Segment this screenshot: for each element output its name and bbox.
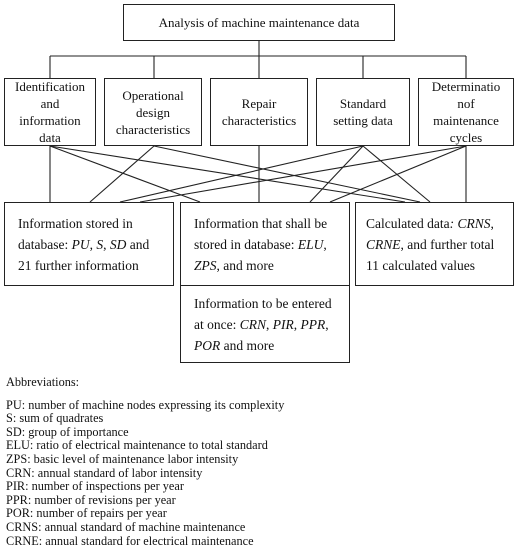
abbr-elu: ELU — [297, 236, 324, 252]
abbreviation-item: PU: number of machine nodes expressing i… — [6, 397, 285, 412]
link-cyc-stored — [139, 145, 467, 203]
link-op-stored — [89, 145, 155, 203]
abbreviation-item: ZPS: basic level of maintenance labor in… — [6, 451, 239, 466]
category-label: Identification and information data — [14, 79, 86, 145]
abbr-pir: PIR — [272, 316, 294, 332]
link-std-stored — [119, 145, 364, 203]
root-label: Analysis of machine maintenance data — [158, 15, 360, 30]
abbr-crns: CRNS — [457, 215, 491, 231]
abbr-crne: CRNE — [366, 236, 401, 252]
category-label: Repair characteristics — [221, 96, 297, 128]
link-id-tostore — [49, 145, 201, 203]
to-store-info-box: Information that shall be stored in data… — [180, 202, 350, 286]
root-box: Analysis of machine maintenance data — [123, 4, 395, 41]
abbr-sd: SD — [109, 236, 127, 252]
abbr-s: S — [96, 236, 104, 252]
category-maintenance-cycles: Determinatio nof maintenance cycles — [418, 78, 514, 146]
link-std-calc — [362, 145, 431, 203]
category-label: Determinatio nof maintenance cycles — [431, 79, 501, 145]
link-op-calc — [153, 145, 421, 203]
category-operational-design: Operational design characteristics — [104, 78, 202, 146]
link-cyc-tostore — [329, 145, 467, 203]
stored-info-box: Information stored in database: PU, S, S… — [4, 202, 174, 286]
category-repair: Repair characteristics — [210, 78, 308, 146]
abbr-pu: PU — [71, 236, 90, 252]
abbr-ppr: PPR — [300, 316, 326, 332]
abbreviation-item: CRNE: annual standard for electrical mai… — [6, 533, 254, 548]
category-label: Standard setting data — [333, 96, 393, 128]
abbr-zps: ZPS — [194, 257, 217, 273]
abbreviation-item: CRNS: annual standard of machine mainten… — [6, 519, 246, 534]
to-enter-info-box: Information to be entered at once: CRN, … — [180, 285, 350, 363]
abbreviation-item: S: sum of quadrates — [6, 411, 104, 426]
abbreviation-item: ELU: ratio of electrical maintenance to … — [6, 438, 268, 453]
abbreviations-heading: Abbreviations: — [6, 375, 80, 389]
abbr-crn: CRN — [239, 316, 266, 332]
abbreviation-item: CRN: annual standard of labor intensity — [6, 465, 203, 480]
abbreviation-item: SD: group of importance — [6, 424, 129, 439]
link-id-calc — [49, 145, 406, 203]
category-identification: Identification and information data — [4, 78, 96, 146]
abbreviation-item: POR: number of repairs per year — [6, 506, 167, 521]
category-label: Operational design characteristics — [115, 87, 191, 137]
link-std-tostore — [309, 145, 364, 203]
abbr-por: POR — [194, 337, 221, 353]
category-standard-setting: Standard setting data — [316, 78, 410, 146]
abbreviation-item: PIR: number of inspections per year — [6, 479, 184, 494]
calculated-data-box: Calculated data: CRNS, CRNE, and further… — [355, 202, 514, 286]
abbreviation-item: PPR: number of revisions per year — [6, 492, 176, 507]
abbreviations-legend: Abbreviations: PU: number of machine nod… — [6, 375, 514, 548]
